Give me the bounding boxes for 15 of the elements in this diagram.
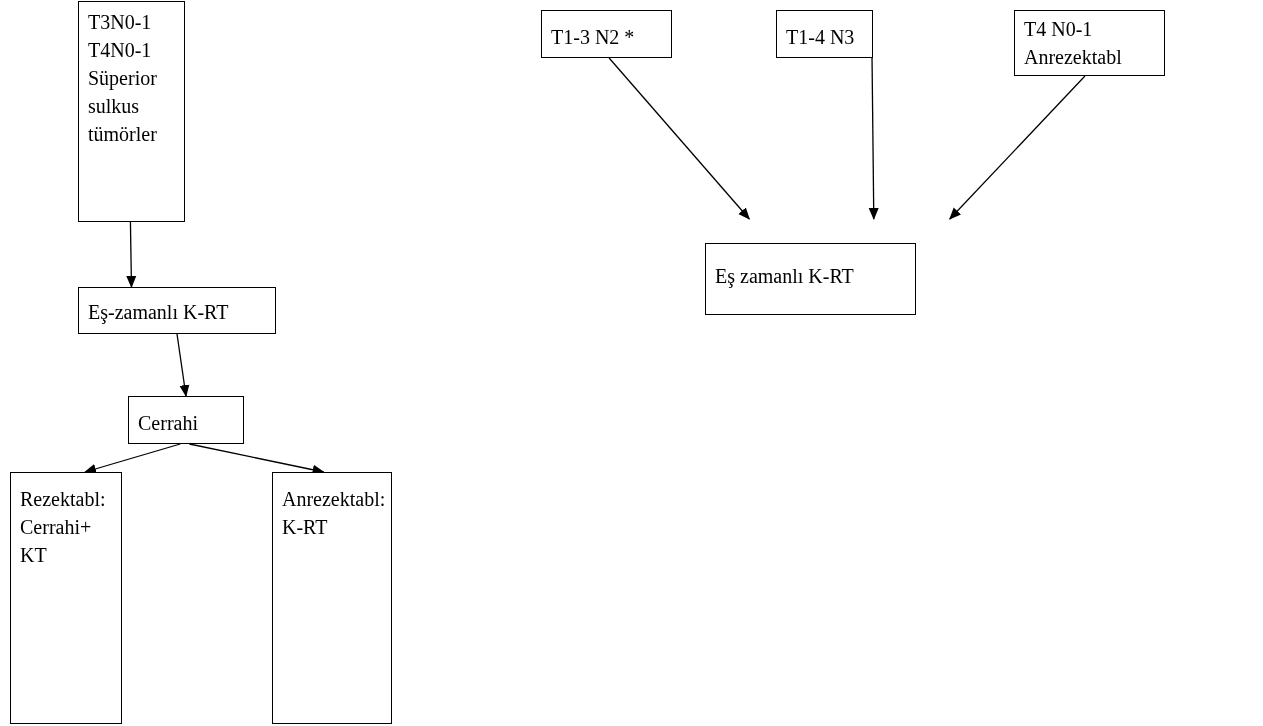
process-box: T4 N0-1 Anrezektabl [1014,10,1165,76]
arrow [949,75,1086,220]
arrow [176,333,190,397]
arrow [868,57,879,220]
process-box: T1-4 N3 [776,10,873,58]
process-box: Cerrahi [128,396,244,444]
process-box: Anrezektabl: K-RT [272,472,392,724]
process-box: T1-3 N2 * [541,10,672,58]
arrow [84,443,181,474]
arrow [126,221,137,288]
process-box: Eş zamanlı K-RT [705,243,916,315]
process-box: T3N0-1 T4N0-1 Süperior sulkus tümörler [78,1,185,222]
process-box: Rezektabl: Cerrahi+ KT [10,472,122,724]
arrow [608,57,750,220]
process-box: Eş-zamanlı K-RT [78,287,276,334]
